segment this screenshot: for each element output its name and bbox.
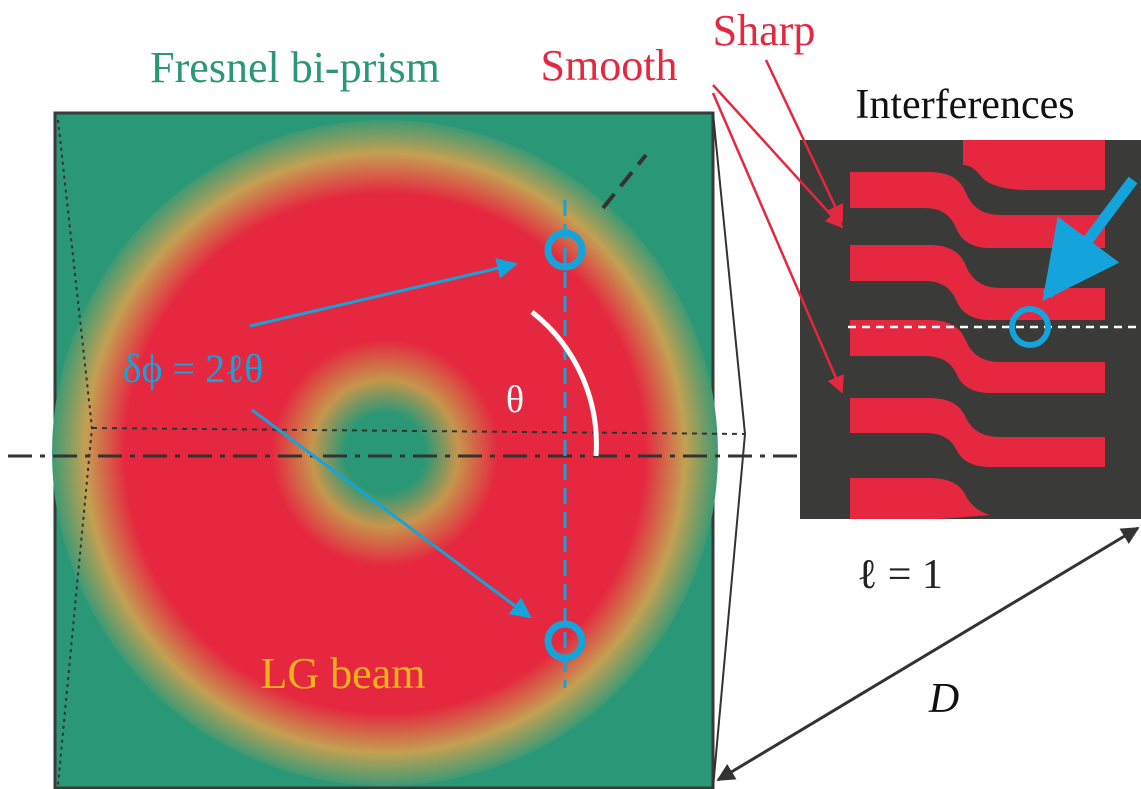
fringe [850,172,1105,248]
prism-title: Fresnel bi-prism [150,43,440,92]
smooth-label: Smooth [541,41,678,90]
lg-beam-ring [52,120,718,786]
theta-label: θ [506,379,524,421]
prism-panel [52,111,746,789]
distance-label: D [928,676,959,722]
diagonal-axis [601,153,648,210]
projection-line-bottom [712,433,746,789]
smooth-arrow-lower [711,92,844,394]
phase-formula: δϕ = 2ℓθ [123,346,264,391]
sharp-arrow [764,59,844,223]
prism-apex-dotted [91,427,746,435]
interference-fringes [850,140,1105,519]
sample-point-bottom [544,620,586,662]
fringe [850,398,1105,467]
ell-label: ℓ = 1 [857,552,943,598]
sharp-label: Sharp [713,6,816,55]
fringe [963,140,1105,190]
projection-line-top [712,112,746,435]
interference-panel [800,140,1141,519]
phase-arrow-bottom [251,408,532,619]
phase-arrow-top [249,258,519,328]
sample-point-top [544,229,586,271]
smooth-arrow-upper [712,84,844,229]
fringe [850,320,1105,393]
fringe [850,478,990,519]
beam-label: LG beam [261,649,426,698]
distance-arrow [716,526,1140,782]
theta-arc [530,310,599,457]
interferences-label: Interferences [855,82,1074,128]
vortex-pointer-arrow [1042,176,1138,302]
vortex-marker [1009,306,1051,348]
fringe [850,245,1105,320]
